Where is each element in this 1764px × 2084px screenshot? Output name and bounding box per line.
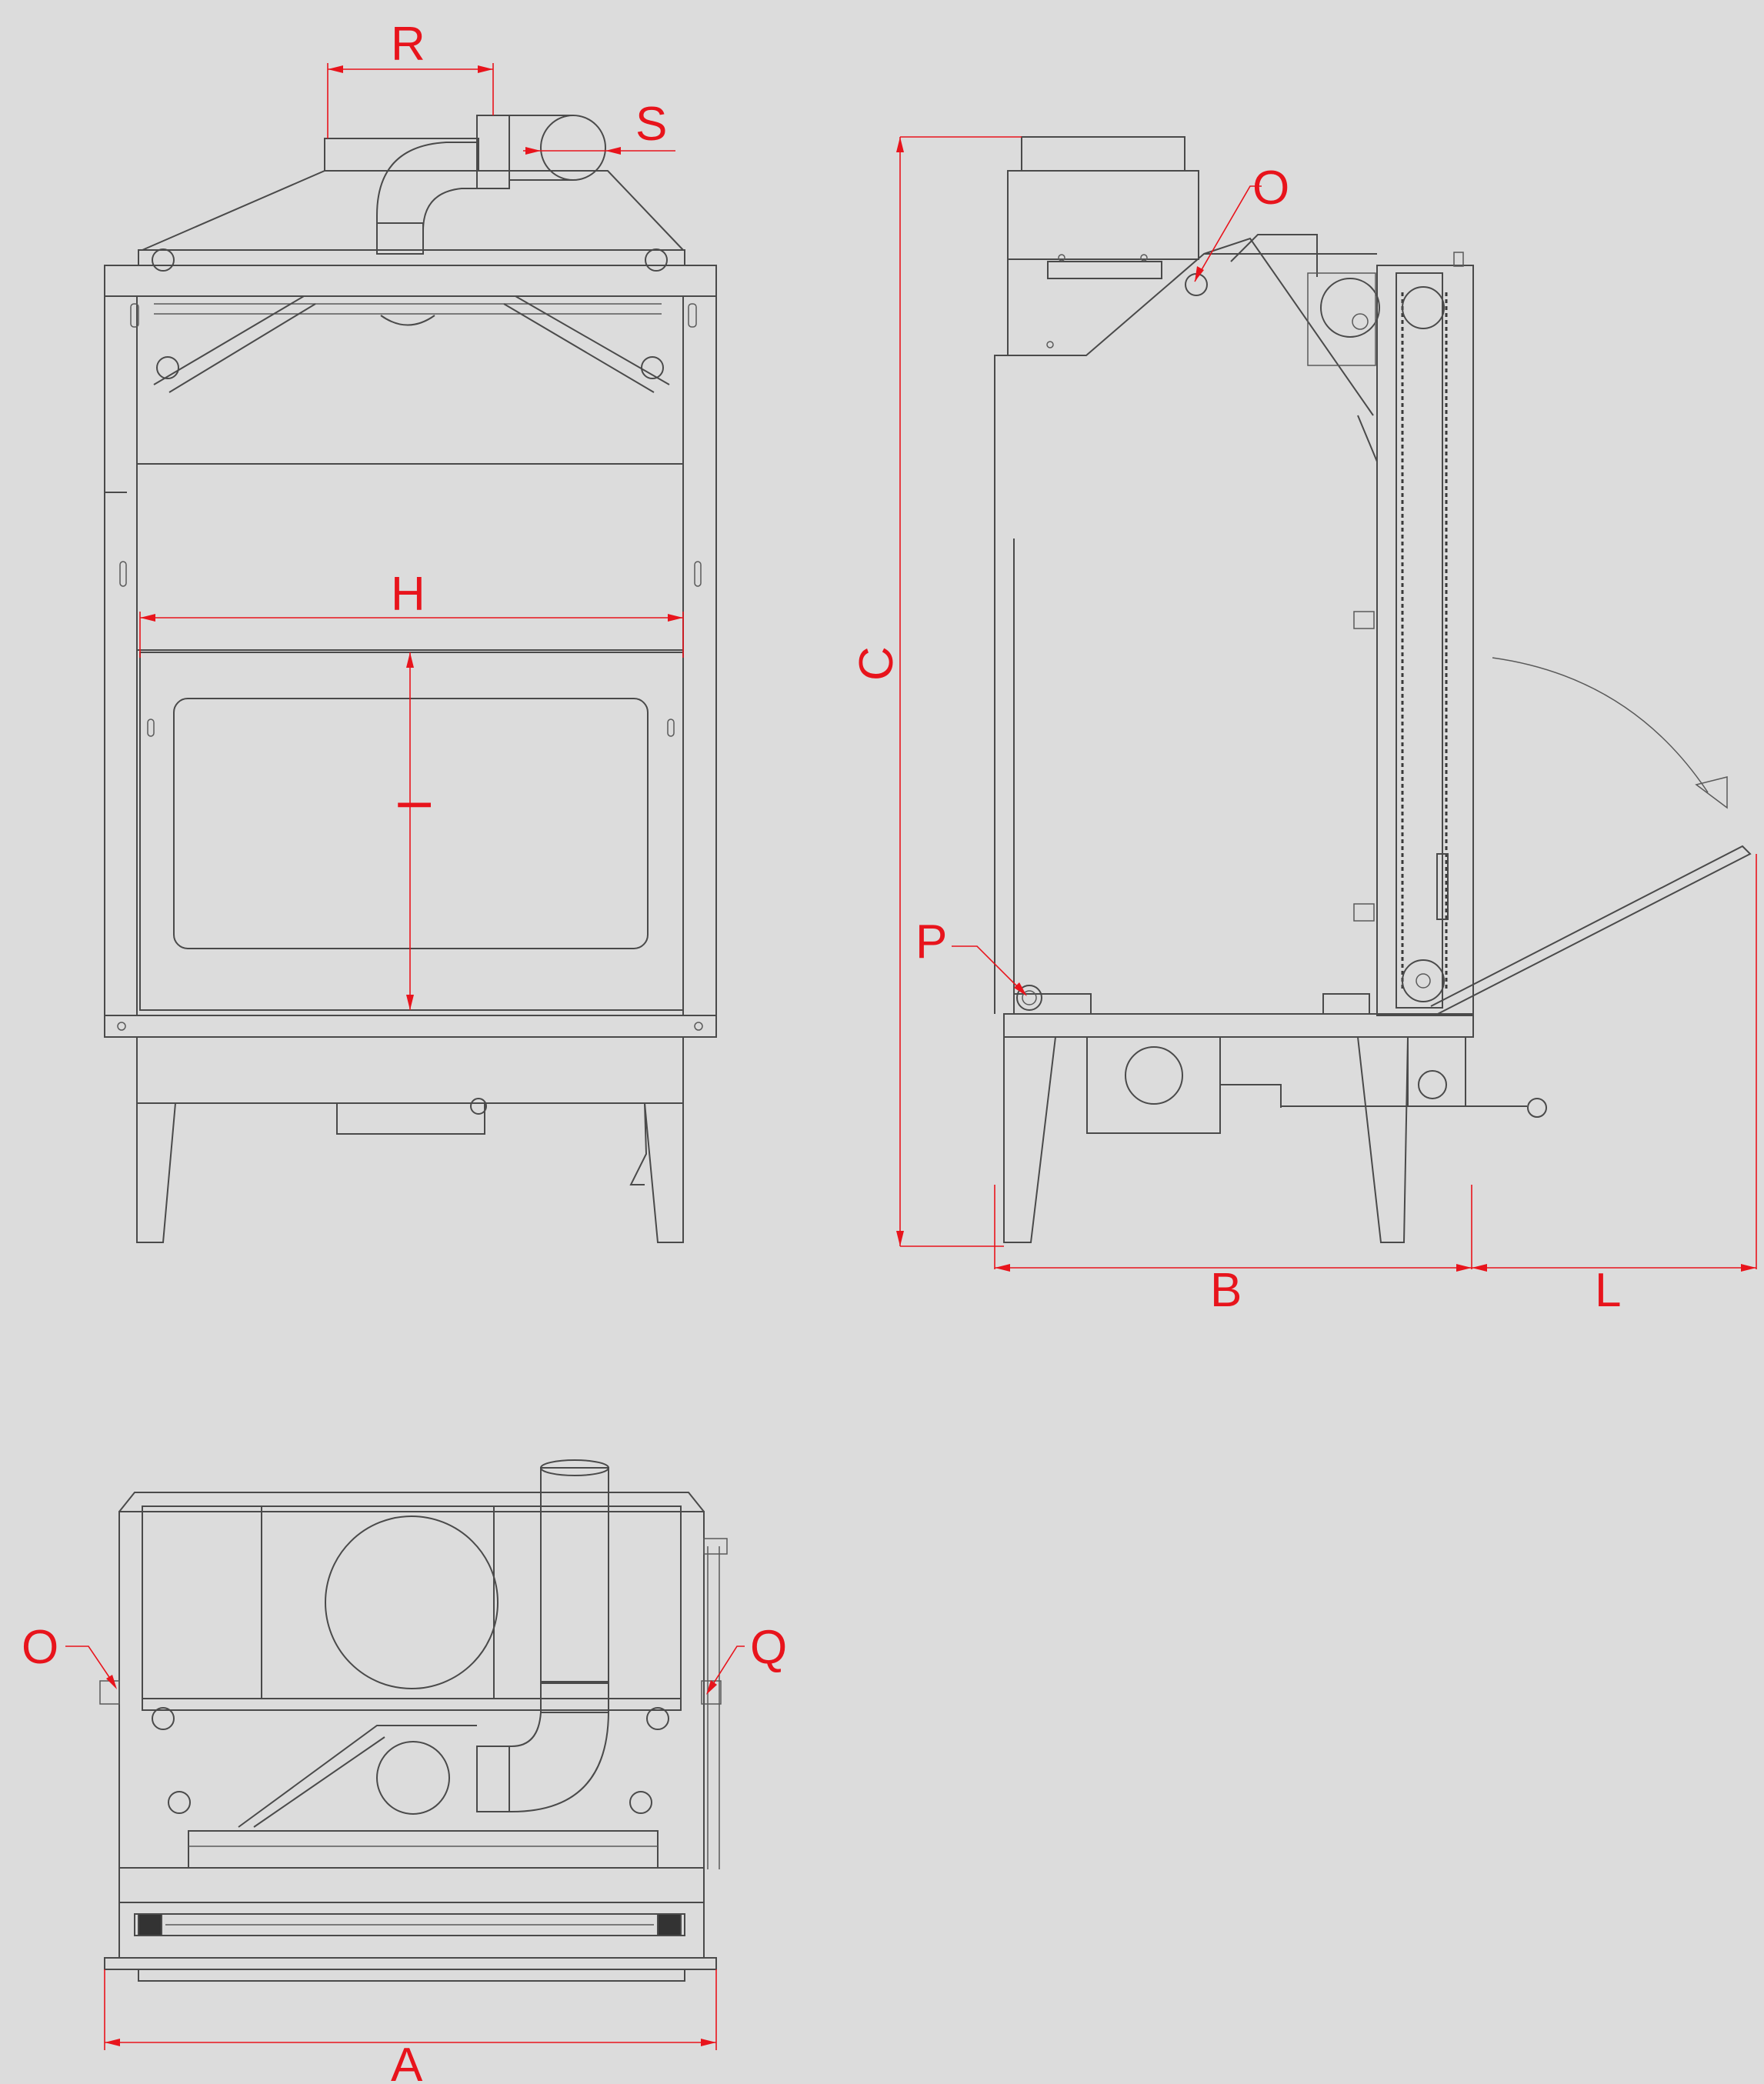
top-view: O Q A xyxy=(22,1459,787,2084)
dim-label-l: L xyxy=(1595,1264,1621,1317)
dim-label-o-top: O xyxy=(22,1621,58,1674)
dim-label-o-side: O xyxy=(1252,162,1289,215)
dim-label-q: Q xyxy=(750,1621,787,1674)
dim-label-r: R xyxy=(391,18,425,71)
dim-label-h: H xyxy=(391,568,425,621)
dim-label-i: I xyxy=(388,799,442,812)
front-view: R S H I xyxy=(104,18,717,1243)
dim-label-a: A xyxy=(391,2039,423,2084)
dim-label-b: B xyxy=(1210,1264,1242,1317)
dim-label-s: S xyxy=(635,98,667,151)
side-view: C O P B L xyxy=(850,136,1757,1317)
dim-label-p: P xyxy=(915,915,947,969)
dim-label-c: C xyxy=(850,646,903,681)
